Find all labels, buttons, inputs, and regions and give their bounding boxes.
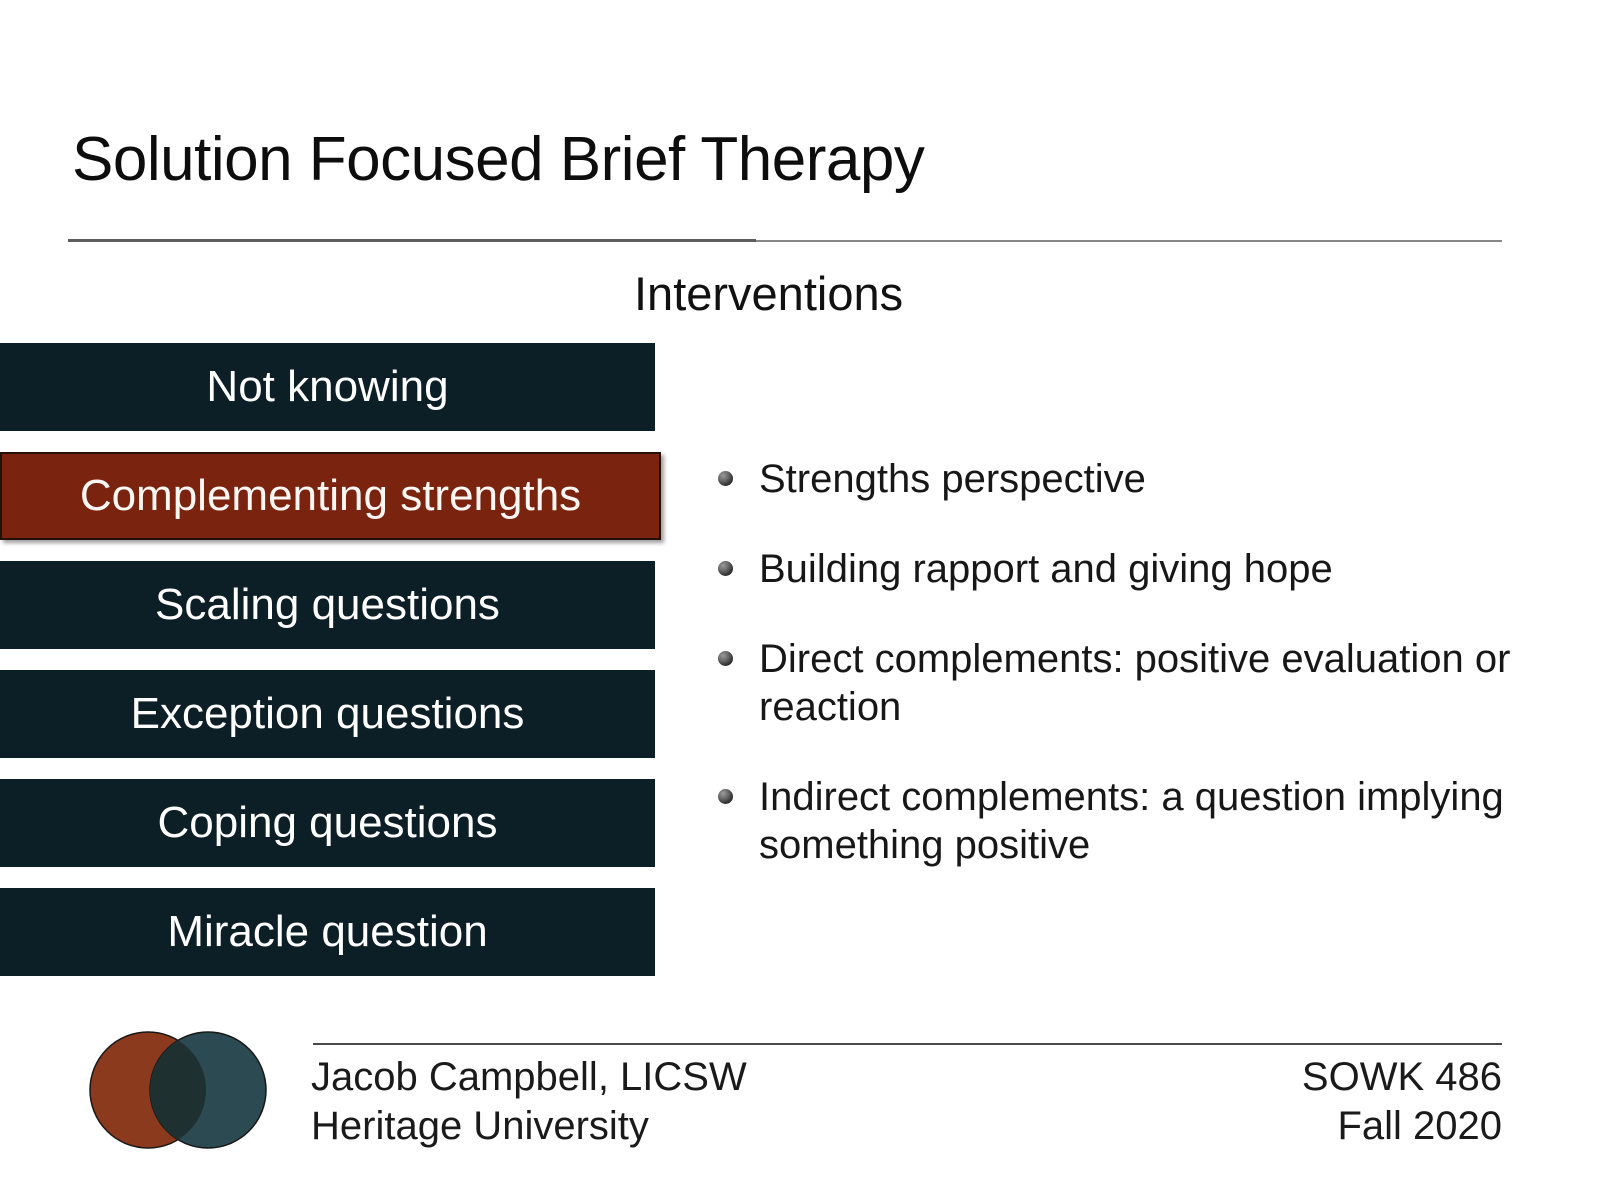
nav-item-label: Scaling questions (155, 580, 500, 629)
footer-divider (313, 1043, 1502, 1045)
footer-presenter-block: Jacob Campbell, LICSW Heritage Universit… (311, 1053, 747, 1151)
nav-item-miracle-question[interactable]: Miracle question (0, 888, 655, 976)
section-subtitle: Interventions (634, 267, 904, 320)
list-item: Strengths perspective (718, 455, 1518, 503)
nav-item-scaling-questions[interactable]: Scaling questions (0, 561, 655, 649)
bullet-text: Building rapport and giving hope (759, 547, 1333, 591)
bullet-sphere-icon (718, 471, 733, 486)
bullet-text: Strengths perspective (759, 457, 1146, 501)
presenter-name: Jacob Campbell, LICSW (311, 1055, 747, 1099)
nav-item-label: Not knowing (206, 362, 449, 411)
bullet-sphere-icon (718, 561, 733, 576)
nav-item-complementing-strengths[interactable]: Complementing strengths (0, 452, 661, 540)
nav-item-label: Complementing strengths (79, 471, 582, 520)
nav-item-label: Miracle question (167, 907, 488, 956)
course-code: SOWK 486 (1301, 1055, 1502, 1099)
bullet-text: Direct complements: positive evaluation … (759, 637, 1511, 729)
nav-item-coping-questions[interactable]: Coping questions (0, 779, 655, 867)
nav-item-not-knowing[interactable]: Not knowing (0, 343, 655, 431)
bullet-text: Indirect complements: a question implyin… (759, 775, 1504, 867)
nav-item-label: Exception questions (130, 689, 525, 738)
course-term: Fall 2020 (1337, 1103, 1502, 1148)
nav-item-exception-questions[interactable]: Exception questions (0, 670, 655, 758)
agenda-nav-stack: Not knowing Complementing strengths Scal… (0, 343, 680, 997)
page-title: Solution Focused Brief Therapy (72, 125, 925, 194)
heritage-logo-icon (89, 1031, 267, 1149)
bullet-sphere-icon (718, 651, 733, 666)
list-item: Building rapport and giving hope (718, 545, 1518, 593)
content-bullet-list: Strengths perspective Building rapport a… (718, 455, 1518, 911)
list-item: Direct complements: positive evaluation … (718, 635, 1518, 731)
footer-course-block: SOWK 486 Fall 2020 (1302, 1053, 1502, 1151)
presenter-institution: Heritage University (311, 1103, 649, 1148)
list-item: Indirect complements: a question implyin… (718, 773, 1518, 869)
bullet-sphere-icon (718, 789, 733, 804)
nav-item-label: Coping questions (157, 798, 498, 847)
header-divider (68, 239, 1502, 242)
